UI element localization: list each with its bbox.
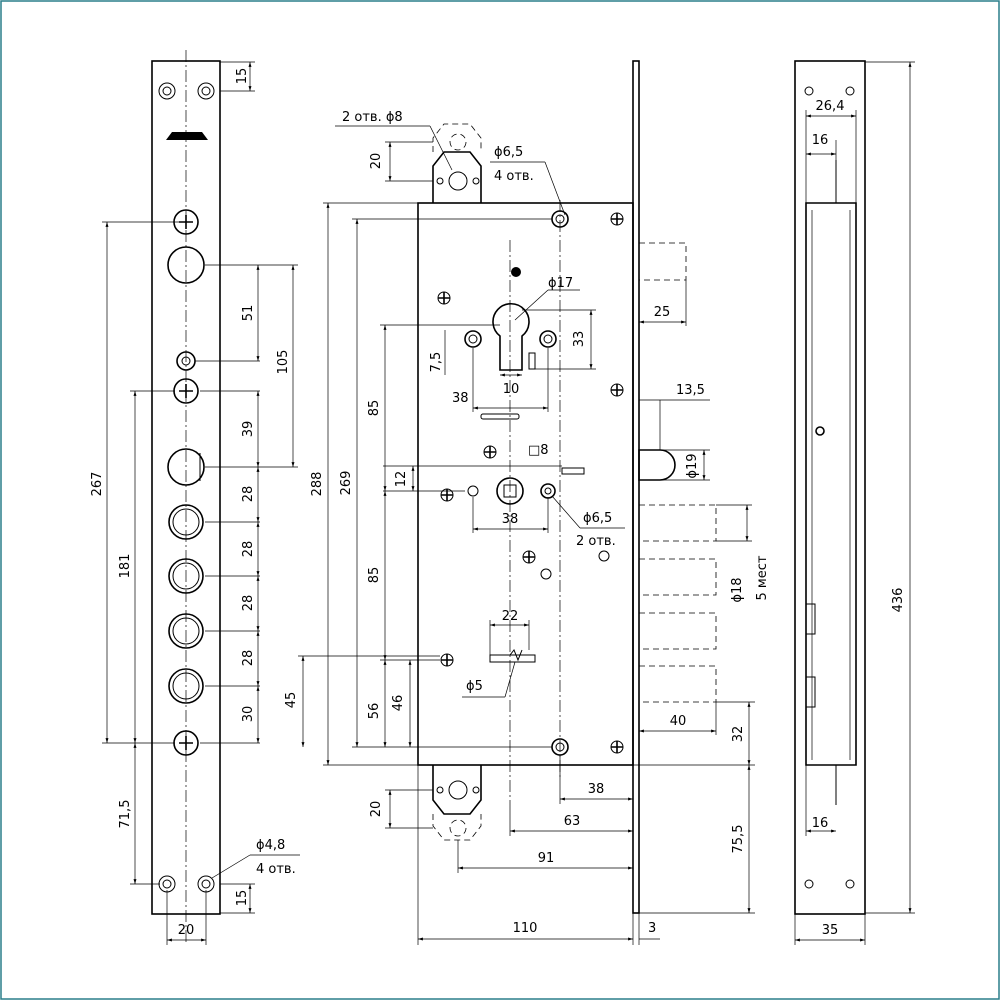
dim-40: 40 — [670, 714, 687, 729]
dim-6-5-top: ϕ6,5 — [494, 145, 523, 160]
holes-8-label: 2 отв. ϕ8 — [342, 110, 403, 125]
dim-46: 46 — [391, 695, 406, 712]
dim-top-15: 15 — [235, 68, 250, 85]
dim-28-c: 28 — [241, 595, 256, 612]
side-faceplate-outline — [794, 60, 866, 915]
bottom-bracket — [385, 765, 482, 841]
dim-85-lower: 85 — [367, 567, 382, 584]
dim-269: 269 — [339, 471, 354, 496]
faceplate-side — [632, 60, 640, 914]
dim-28-a: 28 — [241, 486, 256, 503]
dim-63: 63 — [564, 814, 581, 829]
center-view: 20 2 отв. ϕ8 20 — [284, 60, 770, 945]
dim-91: 91 — [538, 851, 555, 866]
places-5-label: 5 мест — [755, 555, 770, 600]
dim-7-5: 7,5 — [429, 352, 444, 373]
lock-case-outline — [417, 202, 634, 766]
dim-85-upper: 85 — [367, 400, 382, 417]
dim-5: ϕ5 — [466, 679, 483, 694]
dim-267: 267 — [90, 472, 105, 497]
right-view: 26,4 16 16 436 35 — [794, 60, 915, 945]
dim-square-8: □8 — [528, 443, 549, 458]
dim-30: 30 — [241, 706, 256, 723]
case-screws — [437, 210, 624, 756]
dim-20-top: 20 — [369, 153, 384, 170]
dim-38-spindle: 38 — [502, 512, 519, 527]
dim-12: 12 — [394, 471, 409, 488]
dim-288: 288 — [310, 472, 325, 497]
left-view: 15 51 105 39 28 28 28 28 30 15 267 181 7… — [90, 50, 300, 945]
dim-71-5: 71,5 — [118, 800, 133, 829]
key-slot — [489, 649, 536, 663]
hole-diameter-label: ϕ4,8 — [256, 838, 285, 853]
dim-56: 56 — [367, 703, 382, 720]
dim-28-b: 28 — [241, 541, 256, 558]
dim-25: 25 — [654, 305, 671, 320]
dim-181: 181 — [118, 554, 133, 579]
dim-13-5: 13,5 — [676, 383, 705, 398]
dim-75-5: 75,5 — [731, 825, 746, 854]
dim-38-bottom: 38 — [588, 782, 605, 797]
dim-51: 51 — [241, 305, 256, 322]
dim-38-cylinder: 38 — [452, 391, 469, 406]
hole-count-label: 4 отв. — [256, 862, 296, 877]
latch-bolt — [638, 449, 676, 481]
top-bracket — [385, 123, 482, 203]
faceplate-fixing-holes — [158, 82, 215, 893]
side-case — [805, 202, 857, 766]
dim-10: 10 — [503, 382, 520, 397]
holes-4-label: 4 отв. — [494, 169, 534, 184]
latch-mark — [166, 132, 208, 140]
dim-bottom-15: 15 — [235, 890, 250, 907]
spindle — [467, 467, 585, 505]
dim-45: 45 — [284, 692, 299, 709]
dim-width-20: 20 — [178, 923, 195, 938]
bolt-holes — [167, 246, 205, 704]
dim-105: 105 — [276, 350, 291, 375]
dim-28-d: 28 — [241, 650, 256, 667]
dim-110: 110 — [513, 921, 538, 936]
dim-22: 22 — [502, 609, 519, 624]
dim-6-5-bottom: ϕ6,5 — [583, 511, 612, 526]
dim-18: ϕ18 — [730, 577, 745, 602]
dim-20-bottom: 20 — [369, 801, 384, 818]
dim-26-4: 26,4 — [816, 99, 845, 114]
dim-16-top: 16 — [812, 133, 829, 148]
dim-33: 33 — [572, 331, 587, 348]
dim-32: 32 — [731, 726, 746, 743]
dead-bolts — [638, 242, 717, 703]
dim-3: 3 — [648, 921, 656, 936]
dim-39: 39 — [241, 421, 256, 438]
cylinder-cutout — [464, 302, 557, 420]
dim-436: 436 — [891, 588, 906, 613]
dim-17: ϕ17 — [548, 276, 573, 291]
holes-2-label: 2 отв. — [576, 534, 616, 549]
dim-16-bottom: 16 — [812, 816, 829, 831]
dim-19: ϕ19 — [685, 453, 700, 478]
dim-35: 35 — [822, 923, 839, 938]
